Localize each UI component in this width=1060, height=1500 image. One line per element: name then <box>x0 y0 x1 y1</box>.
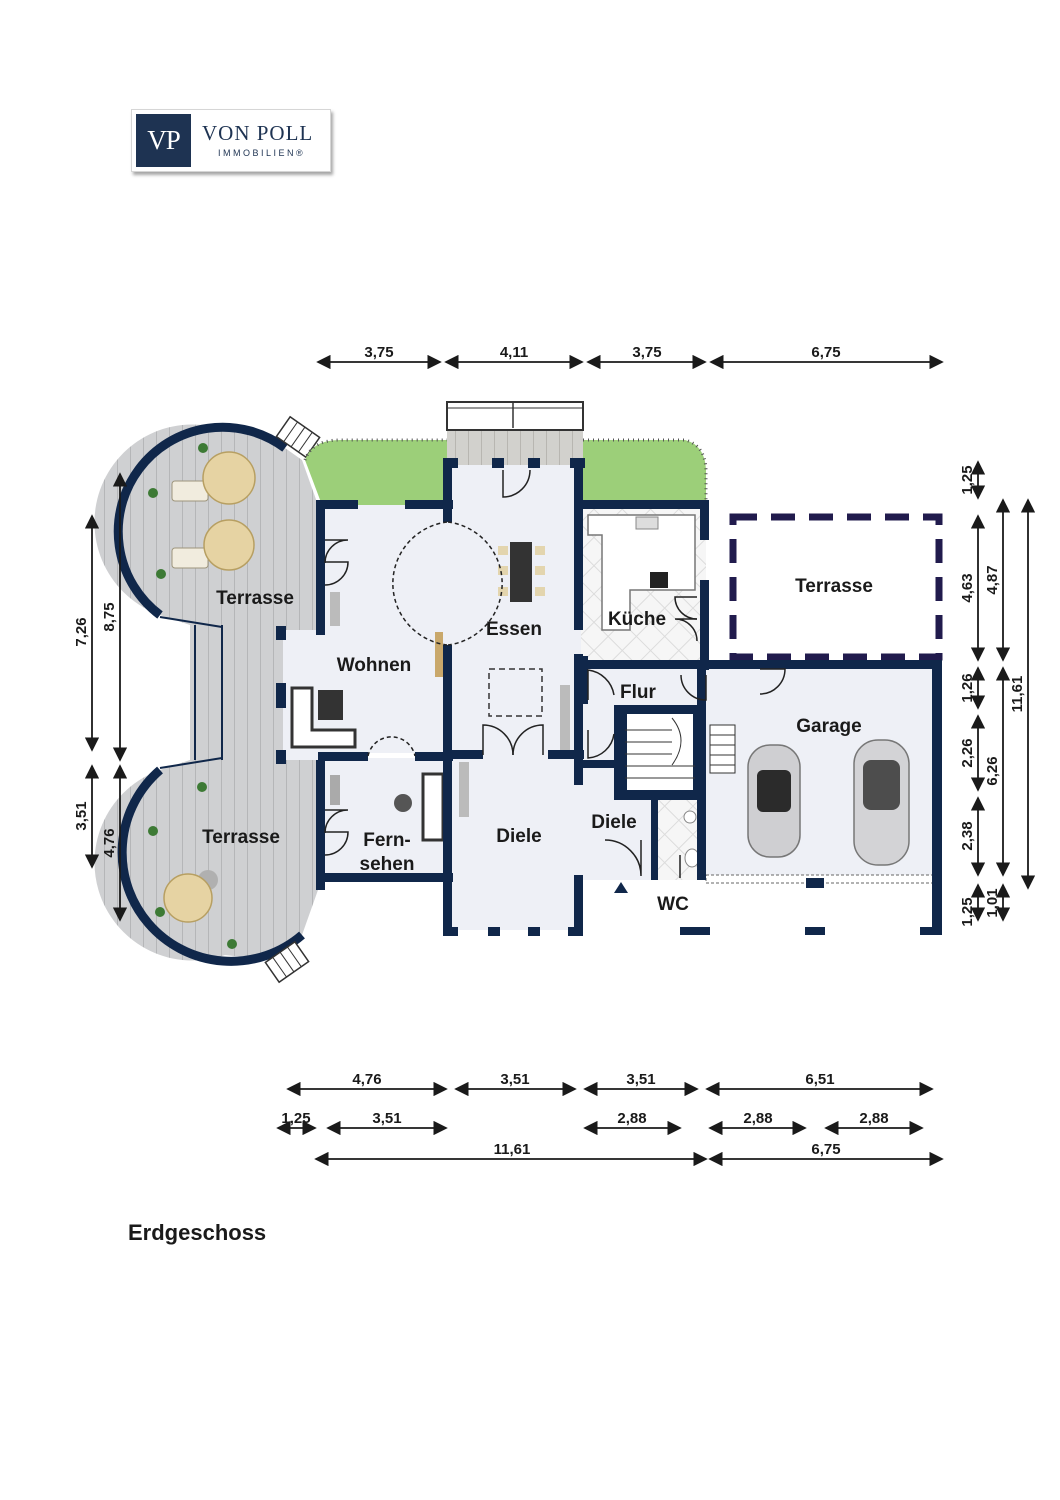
dim-right-inner-4: 2,26 <box>959 738 976 767</box>
room-label-flur: Flur <box>620 682 656 703</box>
room-label-diele-small: Diele <box>591 812 636 833</box>
logo-subtitle: IMMOBILIEN® <box>218 148 306 158</box>
logo-brand-name: VON POLL <box>202 121 314 145</box>
staircase <box>623 710 736 794</box>
sofa-wohnen <box>290 592 443 749</box>
dim-right-middle-2: 6,26 <box>984 756 1001 785</box>
room-label-essen: Essen <box>486 619 542 640</box>
dim-top-4: 6,75 <box>811 344 840 361</box>
dim-top-3: 3,75 <box>632 344 661 361</box>
entrance-marker <box>614 882 628 893</box>
entrance-deck-top <box>446 401 584 465</box>
dim-right-inner-2: 4,63 <box>959 573 976 602</box>
dim-bottom2-2: 3,51 <box>372 1110 401 1127</box>
dim-bottom3-2: 6,75 <box>811 1141 840 1158</box>
car-left <box>747 744 801 858</box>
terrace-furniture <box>148 443 256 949</box>
essen-wardrobe <box>560 685 570 750</box>
room-label-fernsehen-line1: Fern- <box>363 830 411 851</box>
dim-right-middle-3: 1,01 <box>984 888 1001 917</box>
door-swings <box>324 469 786 878</box>
dim-top-1: 3,75 <box>364 344 393 361</box>
terrace-left-deck <box>94 415 321 984</box>
dim-bottom2-4: 2,88 <box>743 1110 772 1127</box>
diele-wardrobe <box>459 762 469 817</box>
dim-bottom1-2: 3,51 <box>500 1071 529 1088</box>
walls <box>276 458 942 936</box>
dim-bottom2-3: 2,88 <box>617 1110 646 1127</box>
room-label-kueche: Küche <box>608 609 666 630</box>
dim-bottom2-5: 2,88 <box>859 1110 888 1127</box>
dim-left-outer-2: 4,76 <box>101 828 118 857</box>
dining-table <box>498 542 545 602</box>
dim-left-inner-2: 3,51 <box>73 801 90 830</box>
dim-left-inner-1: 7,26 <box>73 617 90 646</box>
room-label-terrasse-left-top: Terrasse <box>216 588 294 609</box>
floor-title: Erdgeschoss <box>128 1220 267 1245</box>
dim-right-inner-3: 1,26 <box>959 673 976 702</box>
hedge-right <box>583 438 708 505</box>
terrace-right-outline <box>729 513 943 661</box>
dim-bottom1-1: 4,76 <box>352 1071 381 1088</box>
car-right <box>853 739 910 866</box>
dim-right-inner-1: 1,25 <box>959 465 976 494</box>
lawn-left <box>305 440 447 505</box>
logo-mark: VP <box>136 114 191 167</box>
dim-right-inner-5: 2,38 <box>959 821 976 850</box>
dimension-lines <box>84 354 1036 1167</box>
room-label-wc: WC <box>657 894 689 915</box>
room-label-wohnen: Wohnen <box>337 655 412 676</box>
dim-top-2: 4,11 <box>500 344 528 361</box>
room-label-terrasse-right: Terrasse <box>795 576 873 597</box>
lawn-right <box>583 440 706 505</box>
kitchen-counter <box>587 514 696 631</box>
dim-bottom2-1: 1,25 <box>281 1110 310 1127</box>
dim-right-outer: 11,61 <box>1009 676 1026 713</box>
room-label-diele-main: Diele <box>496 826 541 847</box>
dim-bottom1-3: 3,51 <box>626 1071 655 1088</box>
room-label-terrasse-left-bottom: Terrasse <box>202 827 280 848</box>
dim-right-middle-1: 4,87 <box>984 565 1001 594</box>
von-poll-logo: VP VON POLL IMMOBILIEN® <box>131 109 331 172</box>
dim-bottom1-4: 6,51 <box>805 1071 834 1088</box>
dim-left-outer-1: 8,75 <box>101 602 118 631</box>
room-label-garage: Garage <box>796 716 861 737</box>
dim-right-inner-6: 1,25 <box>959 897 976 926</box>
room-label-fernsehen-line2: sehen <box>360 854 415 875</box>
dim-bottom3-1: 11,61 <box>494 1141 531 1158</box>
